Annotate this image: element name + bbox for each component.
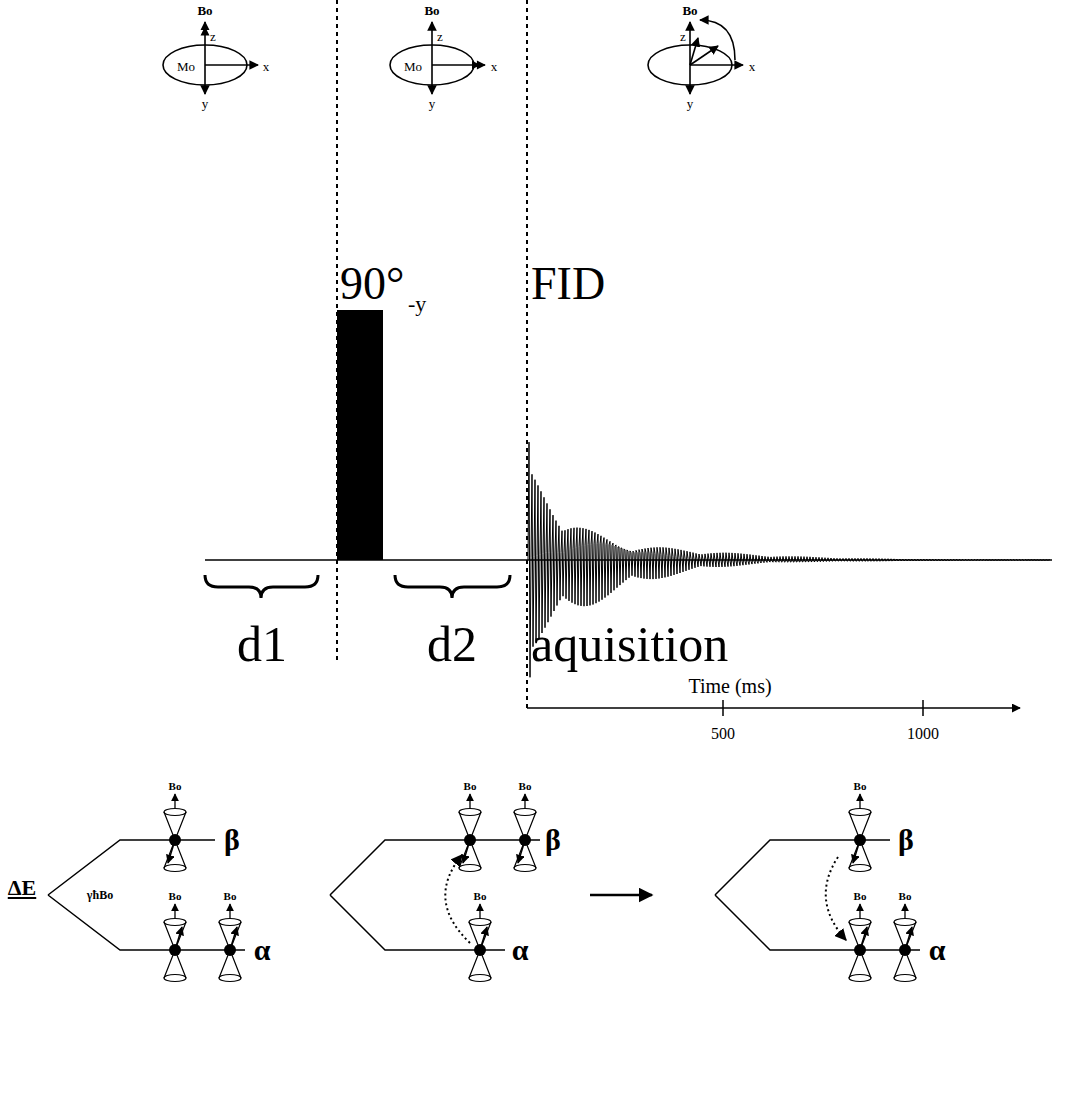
magnetization-label: Mo: [404, 60, 422, 73]
spin-cone: [849, 904, 871, 982]
time-axis: [527, 700, 1020, 716]
spin-state: α: [512, 935, 529, 965]
spin-state: β: [898, 825, 914, 855]
spin-cone: [164, 794, 186, 872]
axis-label: x: [263, 60, 270, 73]
axis-label: y: [202, 97, 209, 110]
spin-cone: [894, 904, 916, 982]
field-label: Bo: [169, 781, 182, 792]
delay-label: d1: [237, 619, 287, 669]
rotating-frame: [390, 22, 485, 94]
spin-state: β: [545, 825, 561, 855]
field-label: Bo: [474, 891, 487, 902]
rf-pulse: [337, 310, 383, 560]
field-label: Bo: [424, 4, 439, 17]
field-label: Bo: [169, 891, 182, 902]
spin-cone: [219, 904, 241, 982]
spin-state: α: [929, 935, 946, 965]
pulse-label: 90°: [340, 261, 404, 307]
axis-label: z: [210, 30, 216, 43]
spin-cone: [469, 904, 491, 982]
spin-state: α: [254, 935, 271, 965]
energy-gap-label: ΔE: [8, 877, 36, 899]
delay-brace: [395, 575, 510, 598]
spin-cone: [164, 904, 186, 982]
pulse-phase: -y: [408, 293, 426, 315]
spin-cone: [849, 794, 871, 872]
axis-label: z: [437, 30, 443, 43]
axis-label: z: [680, 30, 686, 43]
rotating-frame: [648, 20, 743, 94]
field-label: Bo: [682, 4, 697, 17]
tick-label: 500: [711, 726, 735, 742]
tick-label: 1000: [907, 726, 939, 742]
dashed-divider: [526, 0, 528, 712]
energy-formula: γħBo: [87, 889, 113, 901]
delay-label: d2: [427, 619, 477, 669]
field-label: Bo: [464, 781, 477, 792]
process-arrow: [590, 894, 652, 897]
spin-state: β: [224, 825, 240, 855]
fid-signal: [528, 442, 1050, 677]
delay-brace: [205, 575, 318, 598]
field-label: Bo: [224, 891, 237, 902]
axis-title: Time (ms): [688, 676, 771, 696]
field-label: Bo: [519, 781, 532, 792]
field-label: Bo: [899, 891, 912, 902]
axis-label: y: [687, 97, 694, 110]
rotating-frame: [163, 22, 258, 94]
energy-levels: [715, 840, 920, 950]
energy-levels: [48, 840, 245, 950]
magnetization-label: Mo: [177, 60, 195, 73]
acquisition-label: aquisition: [531, 619, 728, 669]
field-label: Bo: [854, 891, 867, 902]
spin-cone: [514, 794, 536, 872]
axis-label: x: [491, 60, 498, 73]
axis-label: x: [749, 60, 756, 73]
energy-levels: [330, 840, 540, 950]
field-label: Bo: [197, 4, 212, 17]
signal-label: FID: [531, 261, 605, 307]
axis-label: y: [429, 97, 436, 110]
spin-cone: [459, 794, 481, 872]
field-label: Bo: [854, 781, 867, 792]
